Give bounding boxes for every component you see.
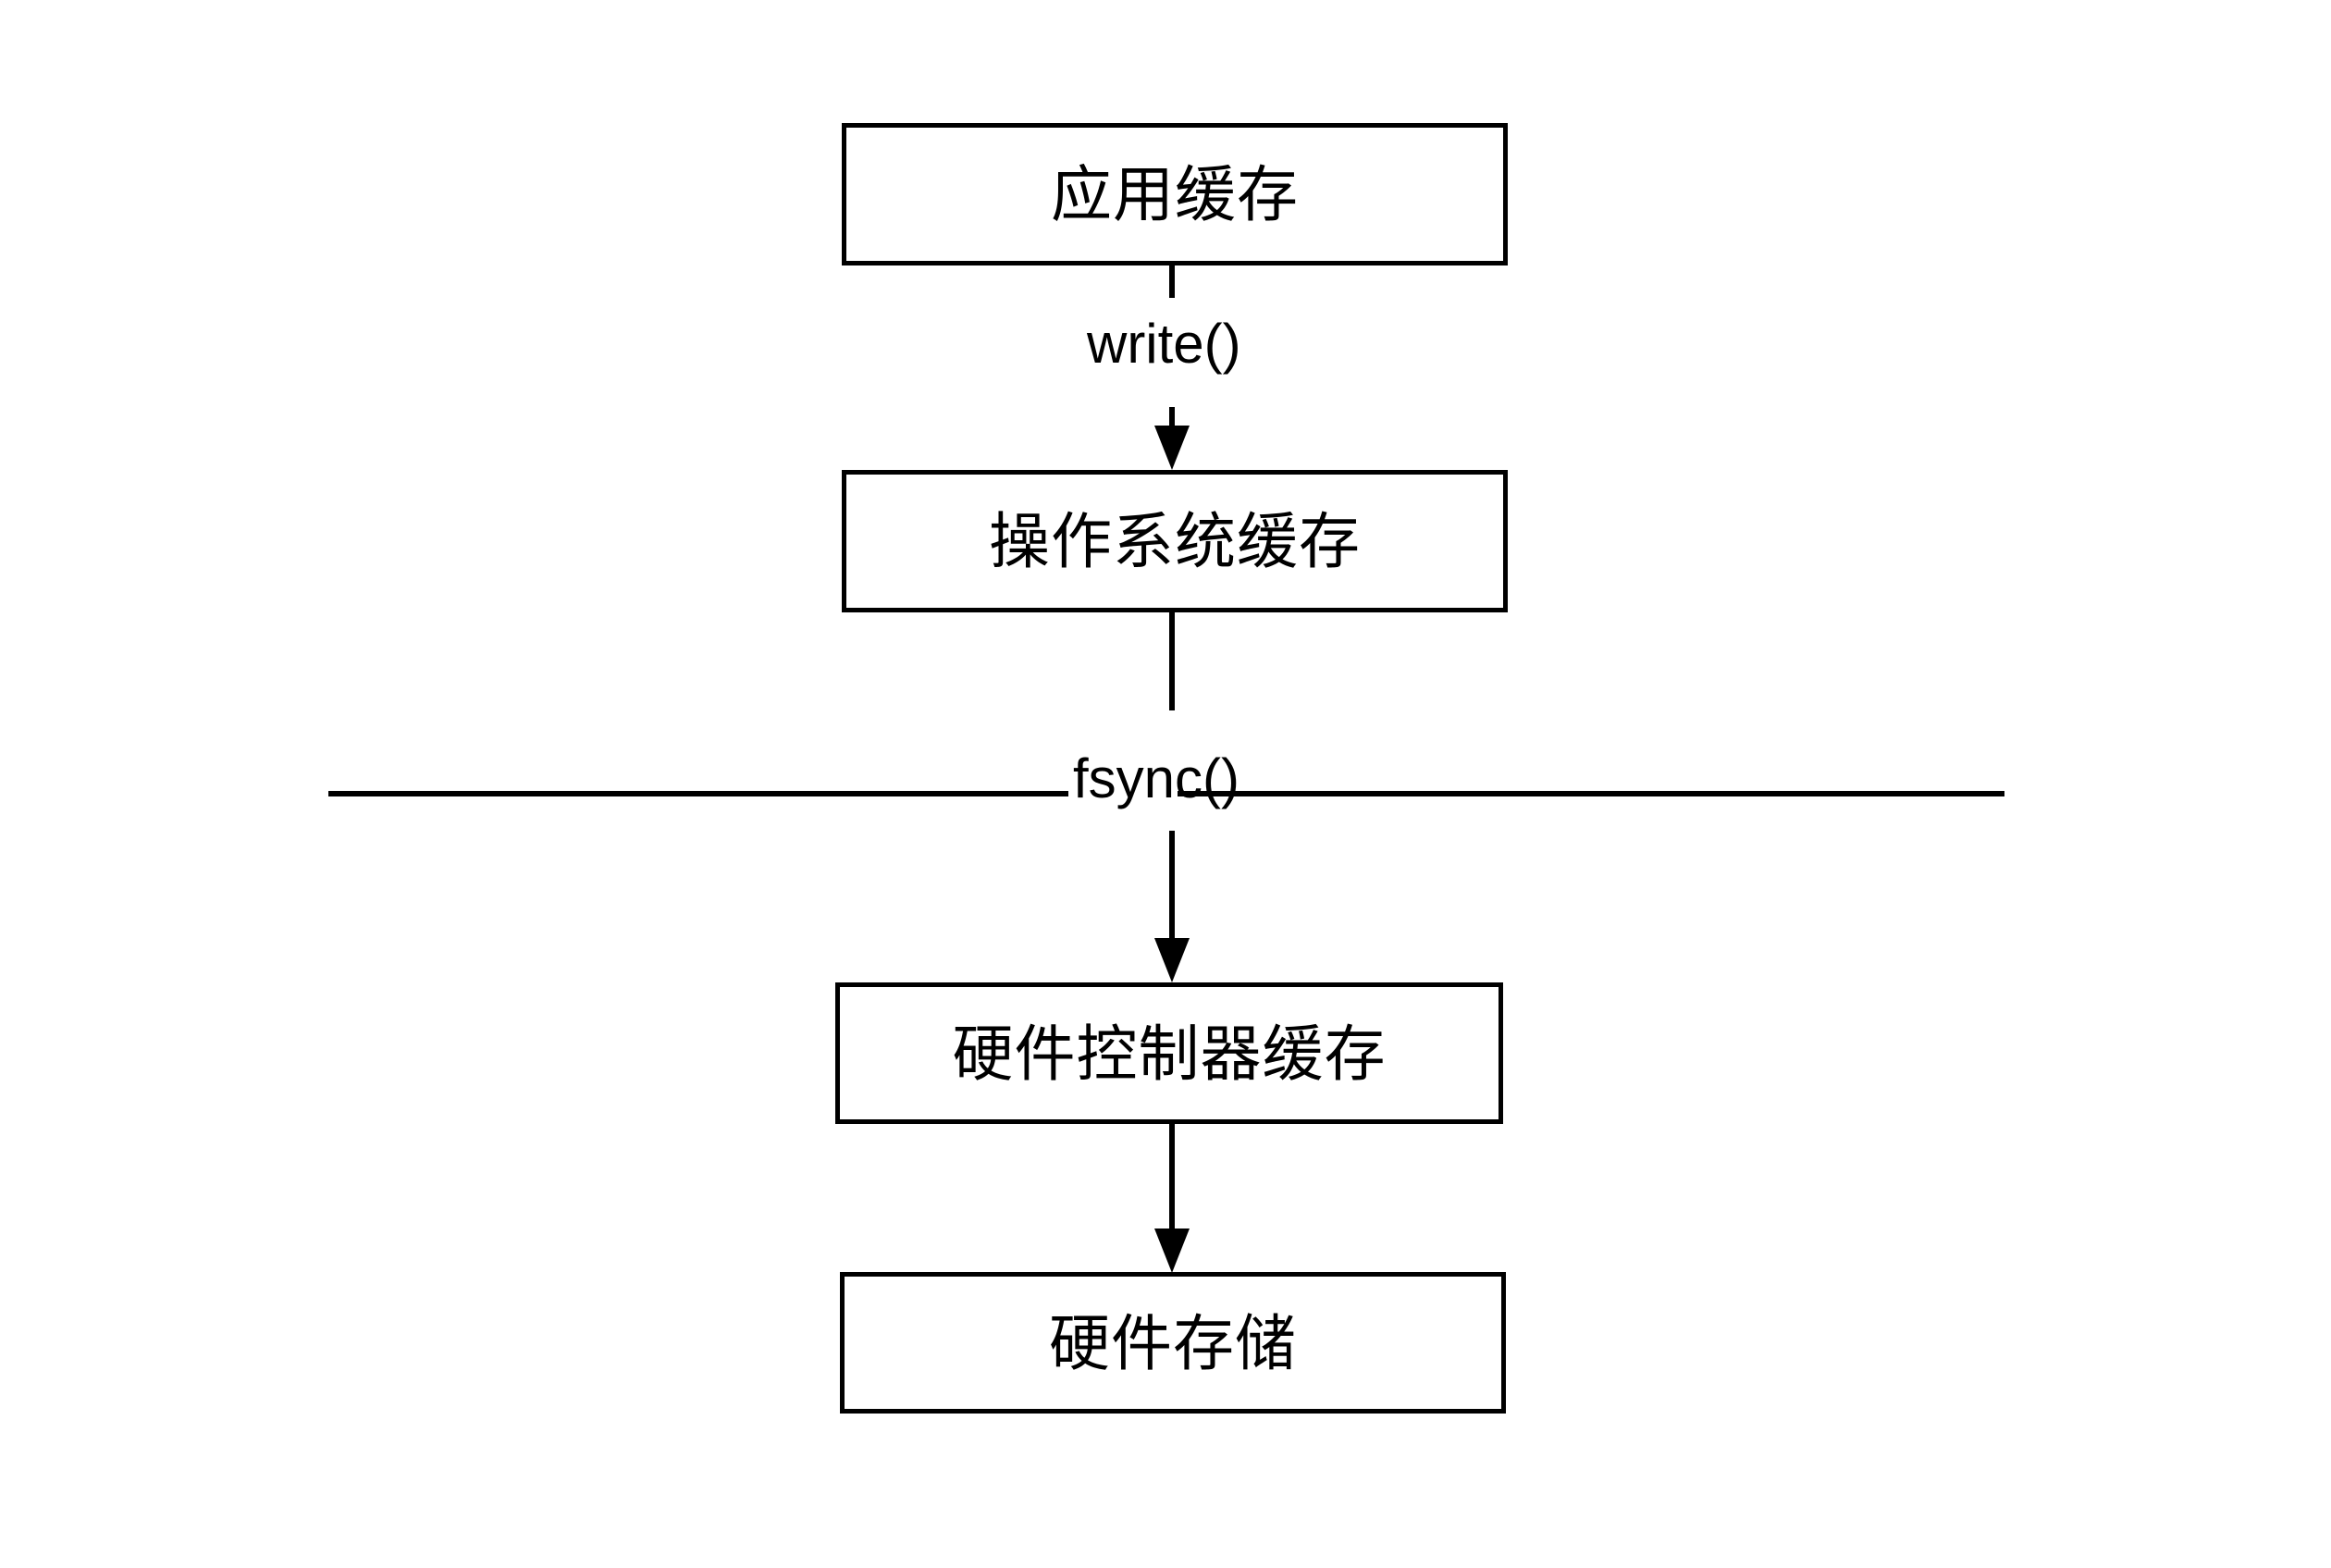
edge-app-to-os-stem-upper [1169,265,1175,298]
node-hardware-storage-label: 硬件存储 [1049,1308,1297,1377]
edge-app-to-os-arrowhead [1154,426,1190,470]
node-controller-cache[interactable]: 硬件控制器缓存 [835,982,1503,1124]
boundary-label-fsync: fsync() [1073,747,1240,809]
edge-app-to-os-stem-lower [1169,407,1175,430]
node-app-cache-label: 应用缓存 [1051,160,1299,228]
fsync-divider-left [328,791,1068,796]
edge-os-to-controller-stem-lower [1169,831,1175,942]
edge-controller-to-storage-stem [1169,1124,1175,1232]
edge-controller-to-storage-arrowhead [1154,1228,1190,1273]
fsync-divider-right [1178,791,2004,796]
node-os-cache[interactable]: 操作系统缓存 [842,470,1508,612]
node-controller-cache-label: 硬件控制器缓存 [952,1019,1387,1088]
edge-label-write: write() [1087,313,1241,375]
node-os-cache-label: 操作系统缓存 [989,507,1361,575]
node-hardware-storage[interactable]: 硬件存储 [840,1272,1506,1414]
edge-os-to-controller-arrowhead [1154,938,1190,982]
edge-os-to-controller-stem-upper [1169,612,1175,710]
node-app-cache[interactable]: 应用缓存 [842,123,1508,265]
